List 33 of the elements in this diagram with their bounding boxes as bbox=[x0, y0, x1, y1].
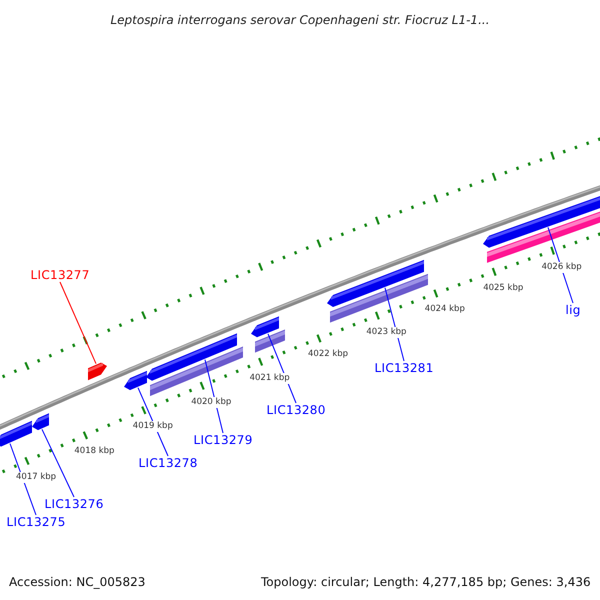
genome-info-text: Topology: circular; Length: 4,277,185 bp; Genes: 3,436 bbox=[261, 575, 591, 589]
tick-label: 4021 kbp bbox=[250, 372, 290, 384]
leader-line bbox=[60, 282, 96, 364]
gene-feature bbox=[251, 316, 279, 338]
accession-text: Accession: NC_005823 bbox=[9, 575, 146, 589]
leader-line bbox=[204, 359, 224, 434]
gene-label: LIC13275 bbox=[6, 515, 66, 529]
tick-label: 4023 kbp bbox=[366, 326, 406, 338]
gene-label: LIC13280 bbox=[266, 403, 326, 417]
leader-line bbox=[384, 287, 404, 362]
tick-label: 4020 kbp bbox=[191, 396, 232, 408]
tick-label: 4022 kbp bbox=[308, 349, 348, 360]
gene-label: LIC13277 bbox=[30, 268, 90, 282]
tick-label: 4019 kbp bbox=[132, 421, 173, 432]
gene-feature bbox=[146, 333, 237, 381]
gene-label: LIC13281 bbox=[374, 361, 434, 375]
tick-label: 4024 kbp bbox=[424, 304, 465, 316]
gene-feature bbox=[483, 194, 600, 248]
gene-label: lig bbox=[566, 303, 581, 317]
gene-feature bbox=[88, 362, 107, 380]
gene-label: LIC13276 bbox=[44, 497, 104, 511]
tick-label: 4018 kbp bbox=[74, 446, 114, 458]
title: Leptospira interrogans serovar Copenhageni str. Fiocruz L1-1... bbox=[109, 13, 491, 27]
tick-label: 4025 kbp bbox=[483, 282, 524, 294]
gene-feature bbox=[124, 370, 147, 390]
tick-label: 4026 kbp bbox=[542, 262, 582, 273]
gene-feature bbox=[327, 260, 424, 307]
leader-line bbox=[42, 428, 74, 498]
gene-feature bbox=[32, 413, 49, 430]
gene-label: LIC13278 bbox=[138, 456, 198, 470]
gene-feature bbox=[0, 420, 32, 447]
gene-label: LIC13279 bbox=[194, 433, 253, 447]
tick-label: 4017 kbp bbox=[16, 472, 56, 483]
